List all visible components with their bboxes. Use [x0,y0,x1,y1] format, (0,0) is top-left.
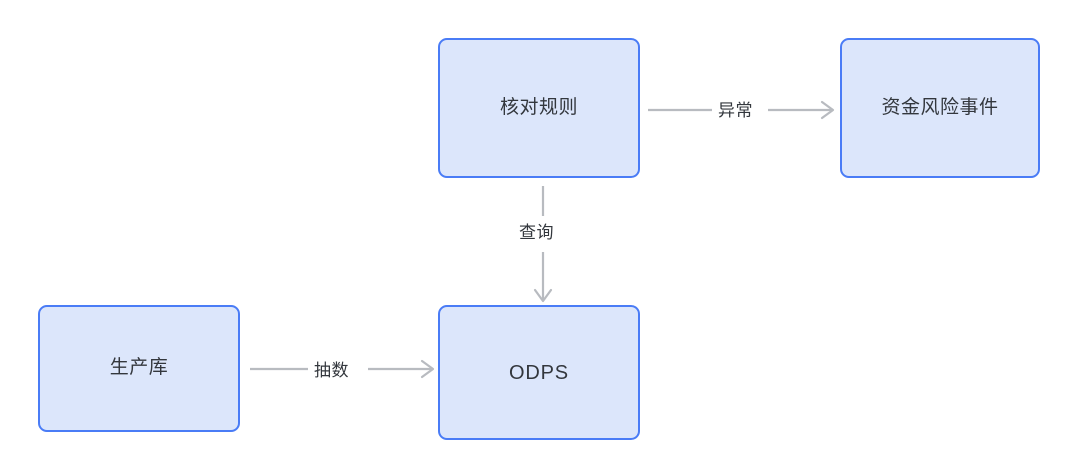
node-odps[interactable]: ODPS [438,305,640,440]
node-check-rule[interactable]: 核对规则 [438,38,640,178]
node-prod-db-label: 生产库 [109,357,169,379]
node-prod-db[interactable]: 生产库 [38,305,240,432]
node-risk-event-label: 资金风险事件 [881,96,999,118]
edge-label-abnormal: 异常 [714,100,757,121]
edge-prod-db-to-odps [250,359,435,379]
edge-label-extract: 抽数 [310,360,353,381]
edge-check-rule-to-odps [533,186,553,303]
edge-label-query: 查询 [515,222,558,243]
node-check-rule-label: 核对规则 [499,96,578,118]
node-risk-event[interactable]: 资金风险事件 [840,38,1040,178]
node-odps-label: ODPS [509,361,569,384]
edge-check-rule-to-risk-event [648,100,835,120]
